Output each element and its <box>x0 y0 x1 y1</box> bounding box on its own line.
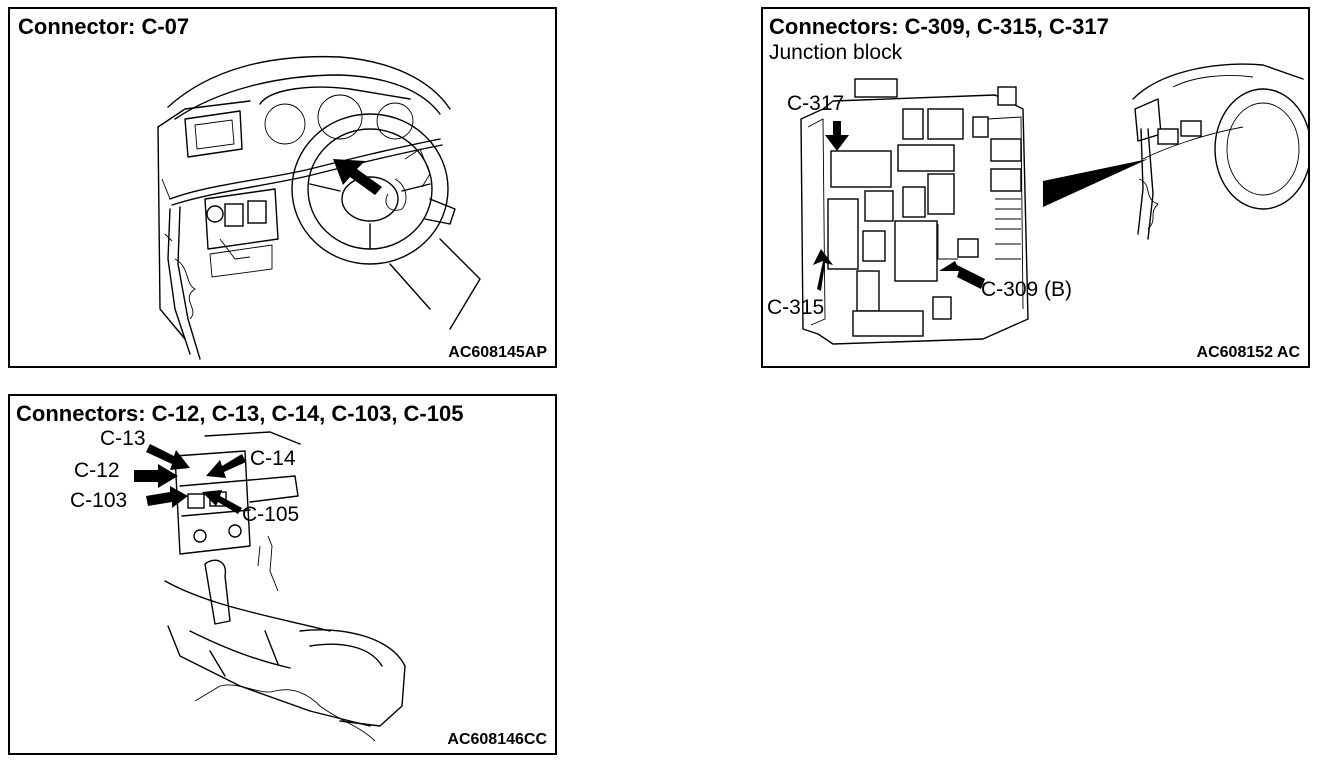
panel-title: Connectors: C-12, C-13, C-14, C-103, C-1… <box>16 401 464 426</box>
figure-code: AC608152 AC <box>1196 344 1300 361</box>
callout-c13: C-13 <box>100 427 146 450</box>
dashboard-illustration <box>157 55 481 360</box>
callout-c315: C-315 <box>767 296 825 319</box>
panel-title: Connector: C-07 <box>18 14 190 39</box>
figure-code: AC608145AP <box>448 344 547 361</box>
callout-c12: C-12 <box>74 459 120 482</box>
center-console-illustration <box>134 431 406 742</box>
junction-block-illustration <box>800 63 1308 345</box>
panel-subtitle: Junction block <box>769 41 903 64</box>
diagram-panel-junction-block: Connectors: C-309, C-315, C-317 Junction… <box>761 7 1310 368</box>
panel-title: Connectors: C-309, C-315, C-317 <box>769 14 1109 39</box>
callout-c14: C-14 <box>250 447 296 470</box>
callout-c105: C-105 <box>242 503 300 526</box>
callout-c103: C-103 <box>70 489 128 512</box>
callout-c317: C-317 <box>787 92 845 115</box>
callout-c309b: C-309 (B) <box>981 278 1073 301</box>
figure-code: AC608146CC <box>447 731 547 748</box>
diagram-panel-center-console: Connectors: C-12, C-13, C-14, C-103, C-1… <box>8 394 557 755</box>
diagram-panel-c07: Connector: C-07 AC608145AP <box>8 7 557 368</box>
